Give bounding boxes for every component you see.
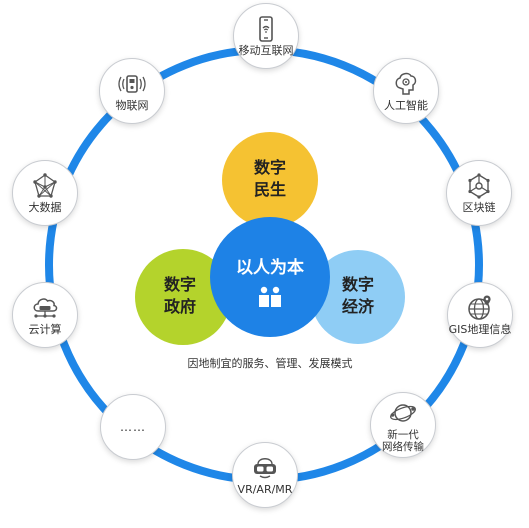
vr-headset-icon	[254, 458, 276, 479]
node-more-label: ……	[120, 420, 146, 434]
node-iot[interactable]: 物联网	[99, 58, 165, 124]
label-digital-economy-line1: 数字	[341, 275, 374, 294]
node-mobile-internet[interactable]: 移动互联网	[233, 3, 299, 69]
brain-gear-icon	[395, 72, 417, 95]
label-digital-government-line1: 数字	[163, 275, 196, 294]
label-digital-government-line2: 政府	[163, 297, 196, 316]
circle-people-first	[210, 217, 330, 337]
node-next-gen-network[interactable]: 新一代 网络传输	[370, 392, 436, 458]
iot-device-icon	[118, 75, 146, 93]
network-hexagon-icon	[468, 173, 490, 199]
node-more[interactable]: ……	[100, 394, 166, 460]
label-digital-livelihood-line2: 民生	[253, 180, 286, 199]
people-icon	[259, 286, 281, 307]
node-iot-label: 物联网	[115, 99, 149, 112]
node-next-gen-network-label: 新一代 网络传输	[361, 429, 445, 453]
circle-digital-economy	[311, 250, 405, 344]
node-next-gen-network-line1: 新一代	[387, 429, 419, 441]
label-digital-economy-line2: 经济	[341, 297, 374, 316]
node-mobile-internet-label: 移动互联网	[238, 44, 294, 57]
node-next-gen-network-line2: 网络传输	[382, 441, 424, 453]
circle-digital-government	[135, 249, 231, 345]
node-artificial-intelligence-label: 人工智能	[384, 99, 428, 112]
node-big-data-label: 大数据	[28, 201, 62, 214]
node-vr-ar-mr[interactable]: VR/AR/MR	[232, 442, 298, 508]
node-vr-ar-mr-label: VR/AR/MR	[237, 483, 293, 496]
node-cloud-computing[interactable]: 云计算	[12, 282, 78, 348]
cloud-server-icon	[33, 298, 58, 318]
node-blockchain[interactable]: 区块链	[446, 160, 512, 226]
node-big-data[interactable]: 大数据	[12, 160, 78, 226]
label-digital-economy: 数字 经济	[323, 274, 393, 318]
node-artificial-intelligence[interactable]: 人工智能	[373, 58, 439, 124]
smartphone-icon	[259, 16, 273, 42]
node-cloud-computing-label: 云计算	[28, 323, 62, 336]
service-model-caption: 因地制宜的服务、管理、发展模式	[187, 357, 353, 370]
label-people-first: 以人为本	[236, 258, 304, 278]
node-gis[interactable]: GIS地理信息	[447, 282, 513, 348]
label-digital-livelihood: 数字 民生	[230, 157, 310, 201]
node-blockchain-label: 区块链	[462, 201, 496, 214]
globe-pin-icon	[468, 295, 491, 320]
circle-digital-livelihood	[222, 132, 318, 228]
orbit-globe-icon	[390, 404, 416, 422]
data-mesh-icon	[33, 173, 57, 198]
label-digital-government: 数字 政府	[145, 274, 215, 318]
label-digital-livelihood-line1: 数字	[253, 158, 286, 177]
node-gis-label: GIS地理信息	[448, 323, 512, 336]
